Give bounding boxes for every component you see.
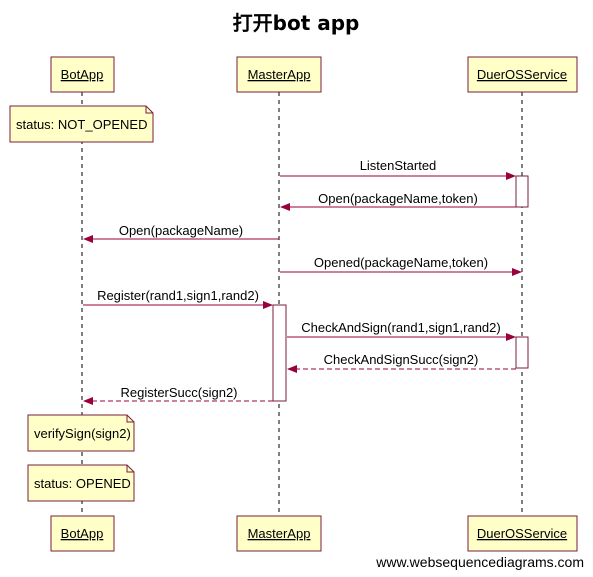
participants-bottom: BotApp MasterApp DuerOSService (50, 515, 578, 552)
participant-label: MasterApp (248, 526, 311, 541)
participant-botapp-bottom: BotApp (50, 515, 115, 552)
message-check-and-sign: CheckAndSign(rand1,sign1,rand2) (287, 320, 516, 341)
note-text: status: OPENED (34, 476, 131, 491)
note-text: status: NOT_OPENED (16, 117, 147, 132)
note-text: verifySign(sign2) (34, 426, 131, 441)
participant-botapp: BotApp (50, 56, 115, 93)
note-not-opened: status: NOT_OPENED (9, 105, 154, 143)
lifelines (81, 92, 523, 516)
participant-label: DuerOSService (477, 526, 567, 541)
participant-label: MasterApp (248, 67, 311, 82)
messages: ListenStarted Open(packageName,token) Op… (83, 158, 522, 405)
participant-label: BotApp (61, 67, 104, 82)
message-label: RegisterSucc(sign2) (120, 385, 237, 400)
message-label: Register(rand1,sign1,rand2) (97, 288, 259, 303)
activation-duerosservice-2 (515, 336, 529, 369)
participant-duerosservice: DuerOSService (467, 56, 578, 93)
note-opened: status: OPENED (27, 464, 135, 502)
message-open-token: Open(packageName,token) (280, 191, 516, 211)
credit-text: www.websequencediagrams.com (375, 554, 584, 570)
message-label: Open(packageName,token) (318, 191, 478, 206)
message-listen-started: ListenStarted (280, 158, 516, 180)
participant-masterapp-bottom: MasterApp (236, 515, 322, 552)
message-open-package: Open(packageName) (83, 223, 279, 243)
message-register-succ: RegisterSucc(sign2) (83, 385, 273, 405)
participants-top: BotApp MasterApp DuerOSService (50, 56, 578, 93)
participant-label: DuerOSService (477, 67, 567, 82)
activation-masterapp (272, 304, 287, 402)
participant-masterapp: MasterApp (236, 56, 322, 93)
note-verify-sign: verifySign(sign2) (27, 414, 135, 452)
notes: status: NOT_OPENED verifySign(sign2) sta… (9, 105, 154, 502)
diagram-title: 打开bot app (233, 11, 360, 35)
activations (272, 175, 529, 402)
activation-duerosservice-1 (515, 175, 529, 208)
message-register: Register(rand1,sign1,rand2) (83, 288, 273, 309)
message-label: CheckAndSignSucc(sign2) (324, 352, 479, 367)
message-label: Open(packageName) (119, 223, 243, 238)
message-label: Opened(packageName,token) (314, 255, 488, 270)
message-label: ListenStarted (360, 158, 437, 173)
message-label: CheckAndSign(rand1,sign1,rand2) (301, 320, 500, 335)
message-opened: Opened(packageName,token) (280, 255, 522, 276)
message-check-and-sign-succ: CheckAndSignSucc(sign2) (287, 352, 516, 373)
participant-duerosservice-bottom: DuerOSService (467, 515, 578, 552)
participant-label: BotApp (61, 526, 104, 541)
